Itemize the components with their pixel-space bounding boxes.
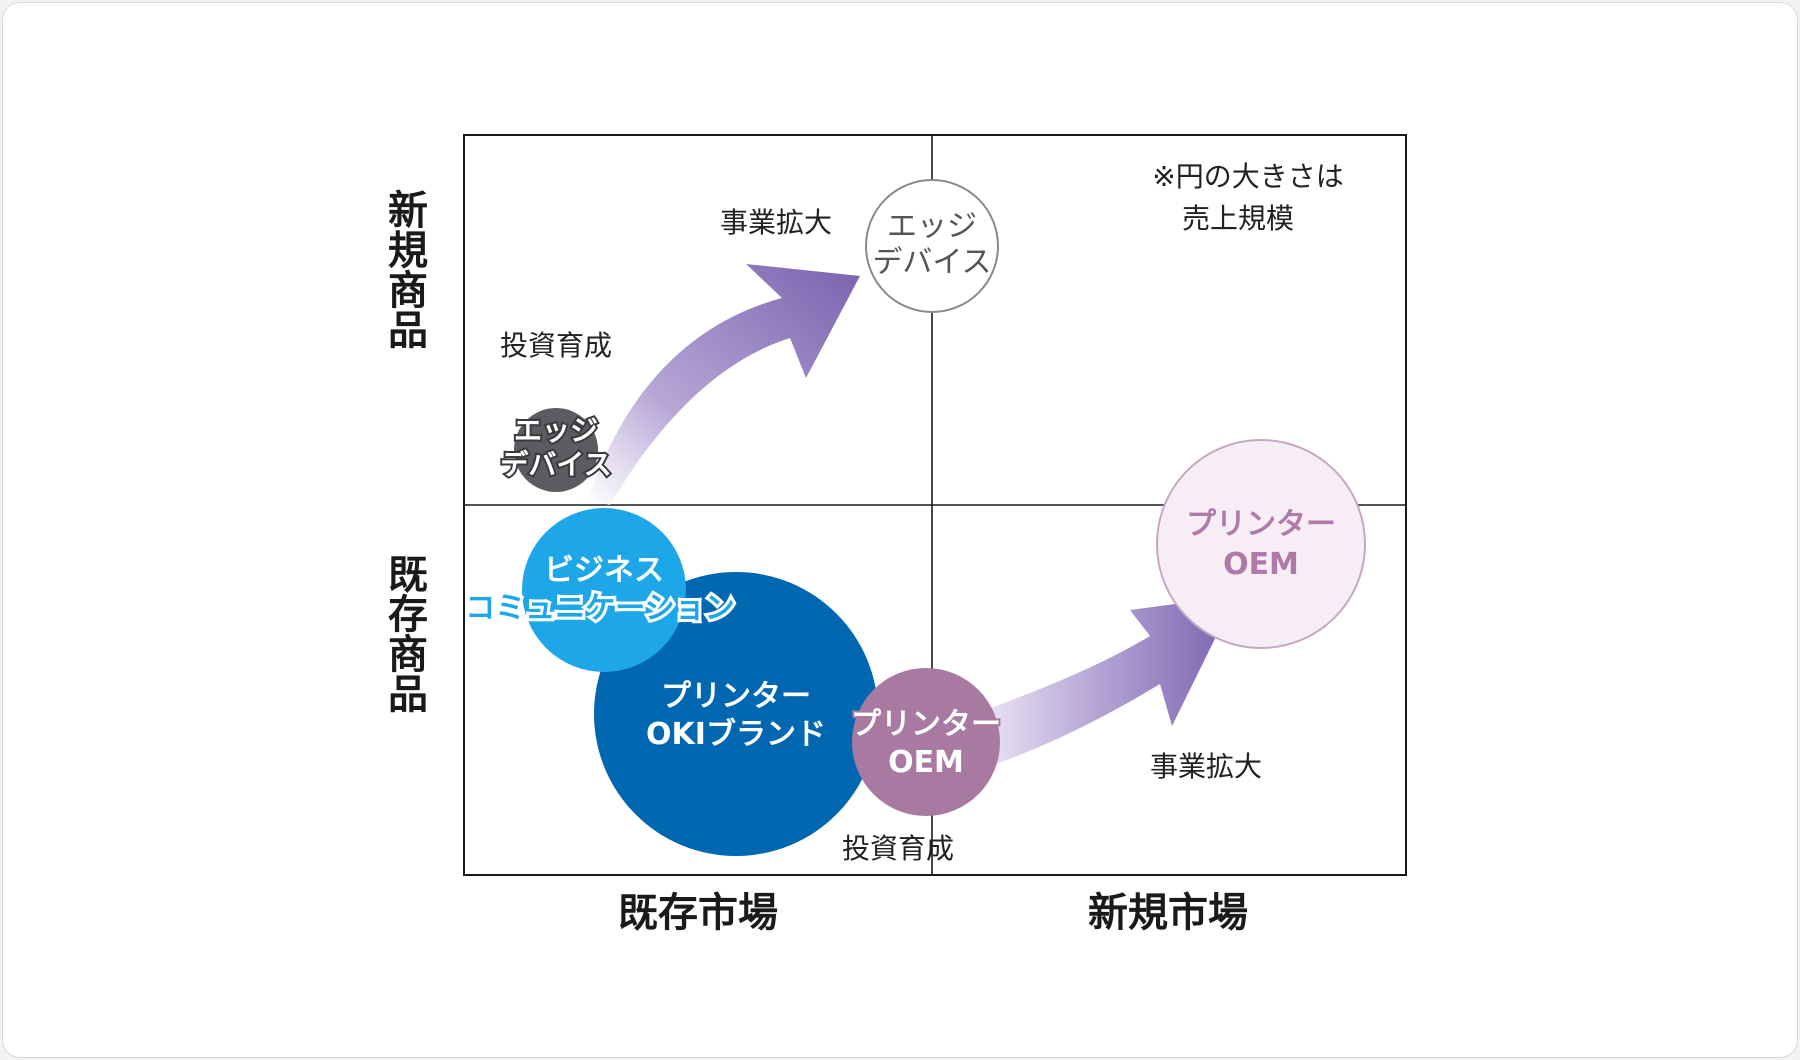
bubble-edge-device-new: エッジ デバイス [865,179,999,313]
bubble-printer-oki-brand: プリンター OKIブランド [594,572,878,856]
y-axis-bottom-text: 既存商品 [388,552,428,718]
bubble-edge-device-existing-line1: エッジ [514,414,598,447]
y-axis-top-text: 新規商品 [388,188,428,354]
bubble-printer-oem-new: プリンター OEM [1156,439,1366,649]
bubble-edge-device-existing-circle [514,408,598,492]
bubble-business-comm-circle [522,508,686,672]
bubble-edge-device-new-line1: エッジ [887,209,977,244]
growth-arrow-top [588,264,860,505]
y-axis-bottom-label: 既存商品 [388,552,428,718]
x-axis-right-label: 新規市場 [1088,890,1248,936]
note-line-1: ※円の大きさは [1152,160,1343,193]
bubble-printer-oem-existing-line1: プリンター [851,707,1001,742]
bubble-printer-oem-existing-circle [852,668,1000,816]
bubble-business-comm-line1: ビジネス [544,553,664,588]
stage-invest-bottom: 投資育成 [842,832,954,865]
note-line-2: 売上規模 [1182,202,1294,235]
bubble-printer-oki-brand-line2: OKIブランド [646,717,826,752]
x-axis-left-label: 既存市場 [618,890,778,936]
stage-expand-bottom: 事業拡大 [1150,750,1262,783]
bubble-business-comm: ビジネス コミュニケーション [462,508,738,672]
bubble-edge-device-existing-line2: デバイス [500,448,611,481]
growth-arrow-bottom [980,596,1236,768]
bubble-edge-device-new-circle [865,179,999,313]
bubble-printer-oki-brand-line1: プリンター [661,679,811,714]
bubble-edge-device-existing: エッジ デバイス [498,408,614,492]
y-axis-top-label: 新規商品 [388,188,428,354]
stage-expand-top: 事業拡大 [720,206,832,239]
bubble-printer-oem-existing: プリンター OEM [849,668,1003,816]
bubble-edge-device-new-line2: デバイス [872,245,991,280]
bubble-printer-oem-new-line1: プリンター [1186,507,1336,542]
bubble-printer-oem-new-line2: OEM [1223,547,1299,582]
bubble-business-comm-line2: コミュニケーション [465,591,734,626]
stage-invest-top: 投資育成 [500,329,612,362]
bubble-printer-oem-new-circle [1156,439,1366,649]
bubble-printer-oem-existing-line2: OEM [888,745,964,780]
